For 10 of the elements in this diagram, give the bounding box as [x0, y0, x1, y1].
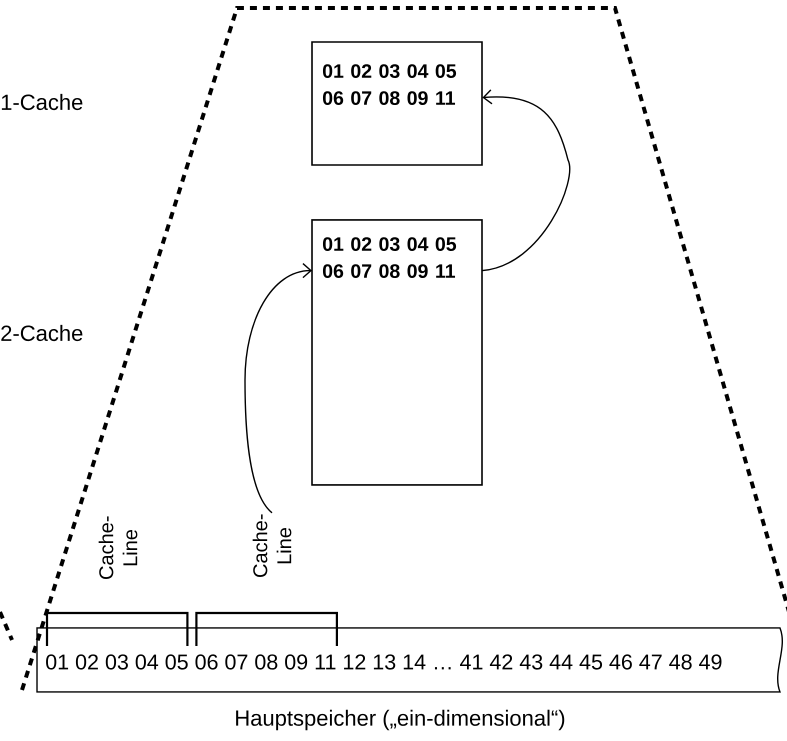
arrow — [244, 263, 312, 514]
memory-label: Hauptspeicher („ein-dimensional“) — [236, 710, 564, 730]
cache-box: 01 02 03 04 05 06 07 08 09 11 — [311, 41, 483, 166]
level-label: 1-Cache — [2, 94, 82, 110]
cache-box: 01 02 03 04 05 06 07 08 09 11 — [311, 219, 483, 486]
level-label: 2-Cache — [1, 324, 82, 342]
cache-line-label: Cache- Line — [98, 516, 138, 579]
arrow — [482, 89, 570, 272]
cache-line-label: Cache- Line — [252, 514, 292, 577]
memory-strip: 01 02 03 04 05 06 07 08 09 11 12 13 14 … 41 42 43 44 45 46 47 48 49 — [36, 627, 783, 693]
